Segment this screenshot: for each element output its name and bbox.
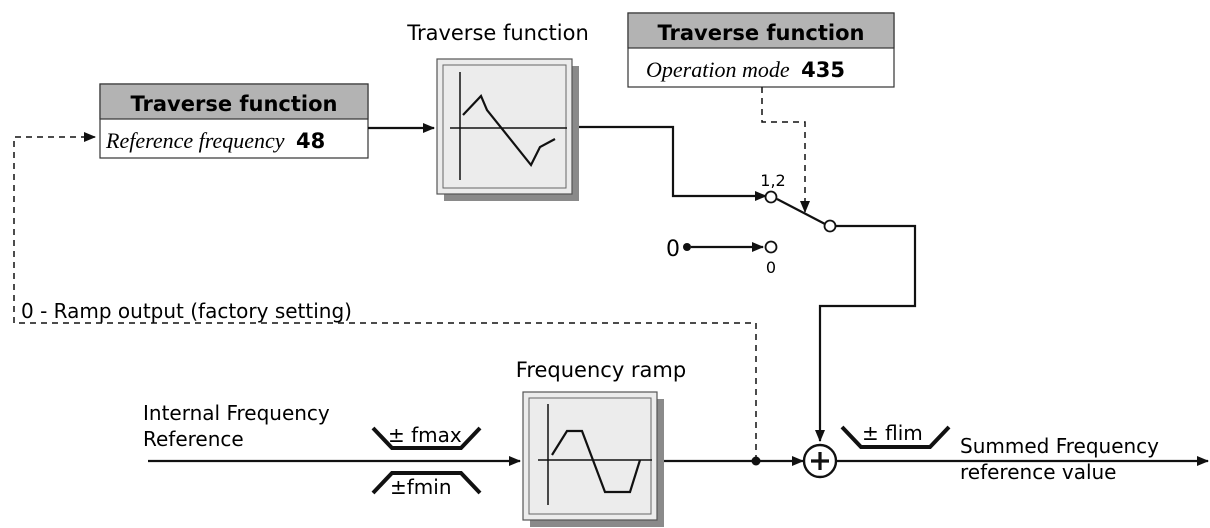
fmin-label: ±fmin bbox=[390, 475, 452, 499]
switch-common-contact bbox=[823, 219, 837, 233]
param-box-reference-header: Traverse function bbox=[131, 92, 338, 116]
zero-input-label: 0 bbox=[666, 237, 680, 262]
input-label-line2: Reference bbox=[143, 427, 244, 451]
param-name-reference-frequency: Reference frequency bbox=[105, 128, 285, 153]
svg-text:Reference frequency 48: Reference frequency 48 bbox=[105, 128, 325, 153]
traverse-block-title: Traverse function bbox=[406, 21, 589, 45]
flim-label: ± flim bbox=[862, 421, 923, 445]
param-number-435: 435 bbox=[801, 58, 845, 82]
switch-label-0: 0 bbox=[766, 258, 776, 277]
param-box-reference-frequency: Traverse function Reference frequency 48 bbox=[99, 83, 369, 159]
switch-contact-0 bbox=[764, 240, 778, 254]
summing-junction bbox=[802, 443, 838, 479]
fmax-label: ± fmax bbox=[388, 423, 462, 447]
fmax-limiter-icon bbox=[371, 426, 482, 450]
flim-limiter-icon bbox=[840, 425, 951, 449]
param-name-operation-mode: Operation mode bbox=[646, 57, 790, 82]
output-label-line2: reference value bbox=[960, 460, 1116, 484]
fmin-limiter-icon bbox=[371, 471, 482, 495]
traverse-function-block bbox=[436, 58, 579, 201]
svg-text:Operation mode 435: Operation mode 435 bbox=[646, 57, 845, 82]
param-number-48: 48 bbox=[296, 129, 325, 153]
switch-label-12: 1,2 bbox=[760, 171, 785, 190]
output-label-line1: Summed Frequency bbox=[960, 434, 1159, 458]
feedback-label: 0 - Ramp output (factory setting) bbox=[21, 299, 352, 323]
ramp-waveform-icon bbox=[551, 429, 642, 494]
frequency-ramp-block bbox=[522, 391, 664, 527]
ramp-block-title: Frequency ramp bbox=[516, 358, 686, 382]
branch-point bbox=[751, 456, 761, 466]
traverse-waveform-icon bbox=[462, 94, 556, 168]
input-label-line1: Internal Frequency bbox=[143, 401, 330, 425]
param-box-operation-mode: Traverse function Operation mode 435 bbox=[627, 12, 895, 88]
param-box-operation-header: Traverse function bbox=[658, 21, 865, 45]
zero-source-dot bbox=[683, 243, 691, 251]
switch-contact-12 bbox=[764, 190, 778, 204]
